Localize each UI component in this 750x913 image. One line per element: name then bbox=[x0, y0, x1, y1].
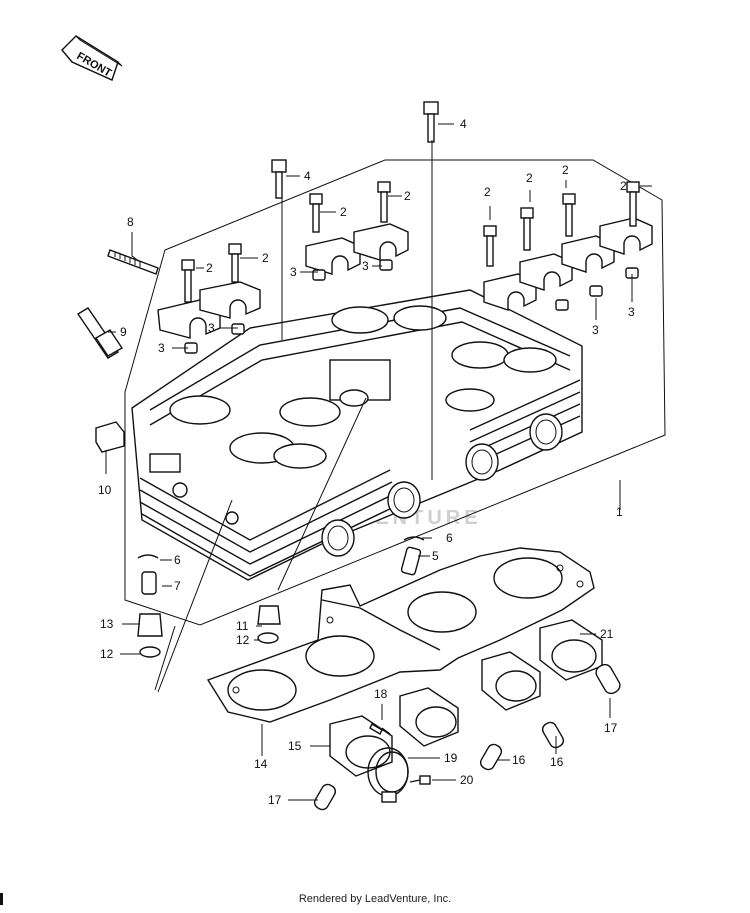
callout-4: 4 bbox=[460, 117, 467, 131]
callout-17: 17 bbox=[604, 721, 618, 735]
washer-12-center bbox=[257, 632, 279, 644]
callout-3: 3 bbox=[290, 265, 297, 279]
callout-18: 18 bbox=[374, 687, 388, 701]
cam-caps bbox=[157, 217, 653, 339]
screw-18 bbox=[369, 723, 391, 735]
footer-credit: Rendered by LeadVenture, Inc. bbox=[298, 893, 452, 905]
head-gasket bbox=[206, 547, 595, 723]
clamp-19 bbox=[367, 747, 409, 803]
callout-3: 3 bbox=[208, 321, 215, 335]
callout-9: 9 bbox=[120, 325, 127, 339]
callout-19: 19 bbox=[444, 751, 458, 765]
callout-21: 21 bbox=[600, 627, 614, 641]
callout-3: 3 bbox=[628, 305, 635, 319]
callout-12: 12 bbox=[236, 633, 250, 647]
cap-nut-13 bbox=[137, 613, 163, 637]
callout-8: 8 bbox=[127, 215, 134, 229]
callout-2: 2 bbox=[340, 205, 347, 219]
callout-20: 20 bbox=[460, 773, 474, 787]
valve-guide-7 bbox=[141, 571, 157, 595]
callout-4: 4 bbox=[304, 169, 311, 183]
callout-3: 3 bbox=[592, 323, 599, 337]
cap-nut-11 bbox=[257, 605, 281, 625]
leader-lines bbox=[105, 123, 652, 801]
callout-16: 16 bbox=[550, 755, 564, 769]
assembly-outline bbox=[124, 159, 666, 626]
front-arrow: FRONT bbox=[61, 35, 123, 81]
callout-numbers: 1 2 2 2 2 2 2 2 2 3 3 3 3 3 3 4 4 5 6 6 … bbox=[98, 117, 635, 807]
callout-2: 2 bbox=[620, 179, 627, 193]
callout-15: 15 bbox=[288, 739, 302, 753]
washer-12-left bbox=[139, 646, 161, 658]
cap-bolts bbox=[181, 101, 640, 303]
hose-16-right bbox=[479, 743, 503, 771]
callout-2: 2 bbox=[404, 189, 411, 203]
callout-2: 2 bbox=[262, 251, 269, 265]
stud-8 bbox=[107, 249, 159, 275]
callout-16: 16 bbox=[512, 753, 526, 767]
callout-11: 11 bbox=[236, 619, 249, 633]
callout-2: 2 bbox=[206, 261, 213, 275]
cylinder-head bbox=[131, 289, 583, 581]
callout-13: 13 bbox=[100, 617, 114, 631]
hose-17-left bbox=[313, 783, 337, 811]
callout-2: 2 bbox=[484, 185, 491, 199]
callout-14: 14 bbox=[254, 757, 268, 771]
callout-2: 2 bbox=[526, 171, 533, 185]
callout-5: 5 bbox=[432, 549, 439, 563]
dowel-pins bbox=[184, 259, 639, 354]
edge-mark bbox=[0, 893, 3, 905]
callout-6: 6 bbox=[446, 531, 453, 545]
hose-16-lower bbox=[541, 721, 565, 749]
clip-6-right bbox=[403, 536, 425, 541]
callout-7: 7 bbox=[174, 579, 181, 593]
callout-3: 3 bbox=[362, 259, 369, 273]
callout-2: 2 bbox=[562, 163, 569, 177]
callout-6: 6 bbox=[174, 553, 181, 567]
callout-10: 10 bbox=[98, 483, 112, 497]
valve-guide-5 bbox=[400, 546, 422, 576]
hose-17-right bbox=[595, 663, 621, 695]
callout-1: 1 bbox=[616, 505, 623, 519]
screw-20 bbox=[409, 775, 431, 785]
callout-12: 12 bbox=[100, 647, 114, 661]
spark-plug bbox=[77, 307, 123, 359]
callout-17: 17 bbox=[268, 793, 282, 807]
clip-6-left bbox=[137, 554, 159, 559]
callout-3: 3 bbox=[158, 341, 165, 355]
cap-10 bbox=[95, 421, 125, 453]
